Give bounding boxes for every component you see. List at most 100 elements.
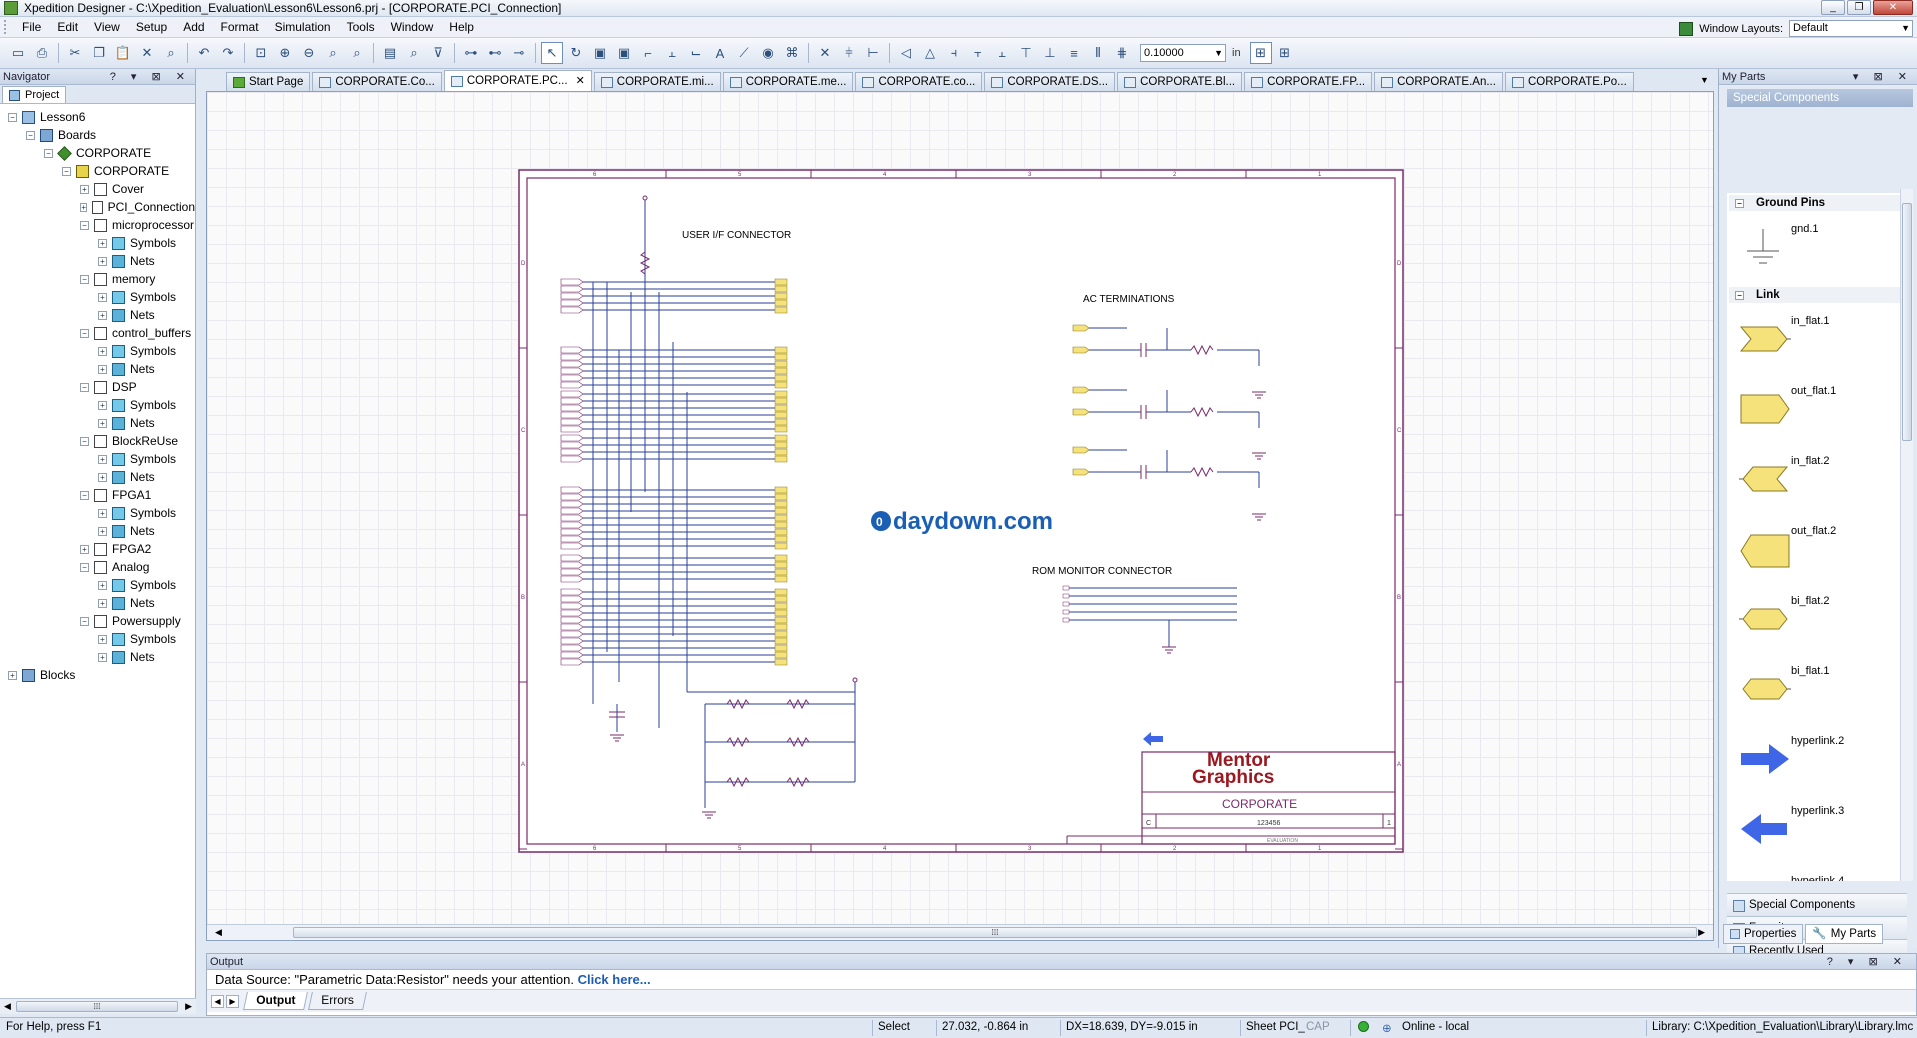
menu-file[interactable]: File	[22, 20, 42, 34]
navigator-controls[interactable]: ? ▾ ⊠ ✕	[109, 71, 191, 83]
zoom-fit-icon[interactable]: ⊡	[255, 45, 267, 60]
document-tab[interactable]: CORPORATE.DS...	[984, 72, 1116, 91]
align-left-icon[interactable]: ⫞	[950, 45, 958, 60]
tree-item-nets[interactable]: +Nets	[0, 594, 195, 612]
my-parts-controls[interactable]: ▾ ⊠ ✕	[1852, 71, 1913, 83]
cut-icon[interactable]: ✂	[69, 45, 81, 60]
tree-item-symbols[interactable]: +Symbols	[0, 342, 195, 360]
document-tab[interactable]: Start Page	[226, 72, 311, 91]
tree-item-fpga1[interactable]: −FPGA1	[0, 486, 195, 504]
tree-item-symbols[interactable]: +Symbols	[0, 234, 195, 252]
expand-icon[interactable]: +	[98, 238, 107, 248]
menu-view[interactable]: View	[94, 20, 120, 34]
expand-icon[interactable]: +	[98, 598, 107, 608]
collapse-icon[interactable]: −	[80, 562, 89, 572]
menu-tools[interactable]: Tools	[346, 20, 375, 34]
expand-icon[interactable]: +	[80, 184, 89, 194]
part-item[interactable]: out_flat.1	[1727, 377, 1907, 447]
scrollbar-thumb[interactable]	[1902, 203, 1912, 441]
navigator-horizontal-scrollbar[interactable]: ◀ ⁞⁞⁞ ▶	[0, 998, 196, 1014]
expand-icon[interactable]: +	[98, 580, 107, 590]
next-tab-icon[interactable]: ▶	[226, 994, 239, 1008]
flip-vertical-icon[interactable]: △	[925, 45, 935, 60]
collapse-icon[interactable]: −	[1735, 198, 1744, 208]
tree-item-control-buffers[interactable]: −control_buffers	[0, 324, 195, 342]
scroll-right-icon[interactable]: ▶	[1698, 927, 1705, 937]
collapse-icon[interactable]: −	[80, 616, 89, 626]
add-net-icon[interactable]: ⌐	[644, 45, 652, 61]
expand-icon[interactable]: +	[98, 526, 107, 536]
tree-item-nets[interactable]: +Nets	[0, 522, 195, 540]
close-tab-icon[interactable]: ✕	[575, 74, 585, 87]
prev-tab-icon[interactable]: ◀	[211, 994, 224, 1008]
collapse-icon[interactable]: −	[80, 274, 89, 284]
tab-errors[interactable]: Errors	[308, 992, 367, 1010]
tree-item-nets[interactable]: +Nets	[0, 414, 195, 432]
tree-item-nets[interactable]: +Nets	[0, 468, 195, 486]
redo-icon[interactable]: ↷	[222, 45, 234, 60]
part-item[interactable]: hyperlink.3	[1727, 797, 1907, 867]
sheet-icon[interactable]: ▤	[383, 45, 397, 60]
document-tab[interactable]: CORPORATE.me...	[722, 72, 854, 91]
click-here-link[interactable]: Click here...	[577, 972, 651, 987]
collapse-icon[interactable]: −	[44, 148, 53, 158]
expand-icon[interactable]: +	[98, 472, 107, 482]
expand-icon[interactable]: +	[98, 400, 107, 410]
part-item[interactable]: hyperlink.2	[1727, 727, 1907, 797]
filter-icon[interactable]: ⊽	[433, 45, 443, 60]
copy-icon[interactable]: ❐	[93, 45, 105, 60]
document-tab[interactable]: CORPORATE.mi...	[593, 72, 721, 91]
tab-list-icon[interactable]: ▼	[1700, 75, 1709, 85]
distribute-icon[interactable]: ≡	[1070, 45, 1078, 61]
tree-item-nets[interactable]: +Nets	[0, 648, 195, 666]
part-item[interactable]: bi_flat.2	[1727, 587, 1907, 657]
menu-edit[interactable]: Edit	[57, 20, 79, 34]
tree-item-nets[interactable]: +Nets	[0, 360, 195, 378]
menu-simulation[interactable]: Simulation	[274, 20, 331, 34]
expand-icon[interactable]: +	[8, 670, 17, 680]
expand-icon[interactable]: +	[98, 652, 107, 662]
align-top-icon[interactable]: ⊤	[1020, 45, 1032, 60]
tree-item-dsp[interactable]: −DSP	[0, 378, 195, 396]
collapse-icon[interactable]: −	[80, 328, 89, 338]
part-item[interactable]: out_flat.2	[1727, 517, 1907, 587]
tree-item-memory[interactable]: −memory	[0, 270, 195, 288]
snap-grid-icon[interactable]: ⊞	[1279, 45, 1291, 60]
delete-icon[interactable]: ✕	[141, 45, 153, 60]
add-text-icon[interactable]: A	[715, 45, 725, 61]
tab-my-parts[interactable]: 🔧My Parts	[1805, 924, 1884, 944]
nav-special-components[interactable]: Special Components	[1727, 893, 1907, 916]
collapse-icon[interactable]: −	[1735, 290, 1744, 300]
menu-add[interactable]: Add	[183, 20, 205, 34]
collapse-icon[interactable]: −	[80, 490, 89, 500]
parts-vertical-scrollbar[interactable]	[1900, 189, 1913, 881]
part-item[interactable]: in_flat.1	[1727, 307, 1907, 377]
tab-output[interactable]: Output	[243, 992, 309, 1010]
tree-item-symbols[interactable]: +Symbols	[0, 396, 195, 414]
hierarchy-up-icon[interactable]: ⊸	[513, 45, 525, 60]
delete-net-icon[interactable]: ✕	[819, 45, 831, 60]
expand-icon[interactable]: +	[98, 364, 107, 374]
align-right-icon[interactable]: ⫠	[998, 45, 1006, 60]
expand-icon[interactable]: +	[98, 256, 107, 266]
collapse-icon[interactable]: −	[62, 166, 71, 176]
expand-icon[interactable]: +	[98, 292, 107, 302]
align-bottom-icon[interactable]: ⊥	[1044, 45, 1056, 60]
add-bus-icon[interactable]: ⫠	[668, 45, 676, 60]
scroll-left-icon[interactable]: ◀	[4, 1001, 11, 1011]
collapse-icon[interactable]: −	[8, 112, 17, 122]
tab-project[interactable]: Project	[2, 86, 67, 103]
parts-group[interactable]: −Ground Pins	[1729, 195, 1905, 211]
tree-item-symbols[interactable]: +Symbols	[0, 450, 195, 468]
collapse-icon[interactable]: −	[80, 382, 89, 392]
tree-item-nets[interactable]: +Nets	[0, 252, 195, 270]
document-tab[interactable]: CORPORATE.Bl...	[1117, 72, 1243, 91]
tree-item-pci-connection[interactable]: +PCI_Connection	[0, 198, 195, 216]
expand-icon[interactable]: +	[98, 454, 107, 464]
tree-item-lesson6[interactable]: −Lesson6	[0, 108, 195, 126]
hierarchy-down-icon[interactable]: ⊷	[488, 45, 502, 60]
paste-icon[interactable]: 📋	[114, 45, 132, 60]
document-tab[interactable]: CORPORATE.An...	[1374, 72, 1503, 91]
document-tab[interactable]: CORPORATE.PC...✕	[443, 70, 592, 91]
